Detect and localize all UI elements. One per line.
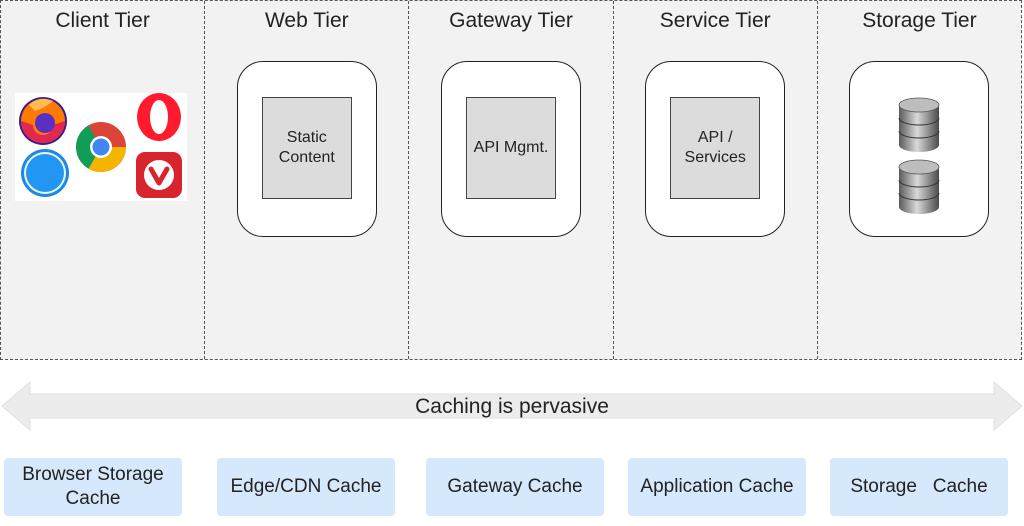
tier-title: Client Tier [55, 9, 150, 32]
vivaldi-icon [136, 152, 182, 198]
tier-title: Storage Tier [862, 9, 977, 32]
storage-cache-box: Storage Cache [830, 458, 1008, 516]
database-icon [898, 159, 940, 214]
api-services-box: API / Services [670, 97, 761, 199]
double-arrow-icon [1, 380, 1023, 432]
tier-title: Service Tier [659, 9, 771, 32]
tier-service: Service Tier API / Services [614, 1, 818, 359]
chrome-icon [76, 122, 126, 172]
firefox-icon [19, 97, 67, 145]
gateway-cache-box: Gateway Cache [426, 458, 604, 516]
tier-title: Gateway Tier [449, 9, 573, 32]
tier-title: Web Tier [264, 9, 349, 32]
safari-icon [21, 149, 69, 197]
edge-cdn-cache-box: Edge/CDN Cache [217, 458, 395, 516]
application-cache-box: Application Cache [628, 458, 806, 516]
database-icon [898, 97, 940, 152]
tiers-panel: Client Tier [0, 0, 1022, 360]
api-mgmt-box: API Mgmt. [466, 97, 556, 199]
browser-storage-cache-box: Browser Storage Cache [4, 458, 182, 516]
caching-banner-label: Caching is pervasive [415, 395, 609, 418]
tier-gateway: Gateway Tier API Mgmt. [409, 1, 614, 359]
static-content-box: Static Content [261, 97, 352, 199]
tier-storage: Storage Tier [818, 1, 1021, 359]
opera-icon [137, 93, 181, 141]
cache-row: Browser Storage Cache Edge/CDN Cache Gat… [0, 458, 1024, 516]
tier-client: Client Tier [1, 1, 206, 359]
browser-icons [15, 93, 187, 201]
tier-web: Web Tier Static Content [205, 1, 410, 359]
